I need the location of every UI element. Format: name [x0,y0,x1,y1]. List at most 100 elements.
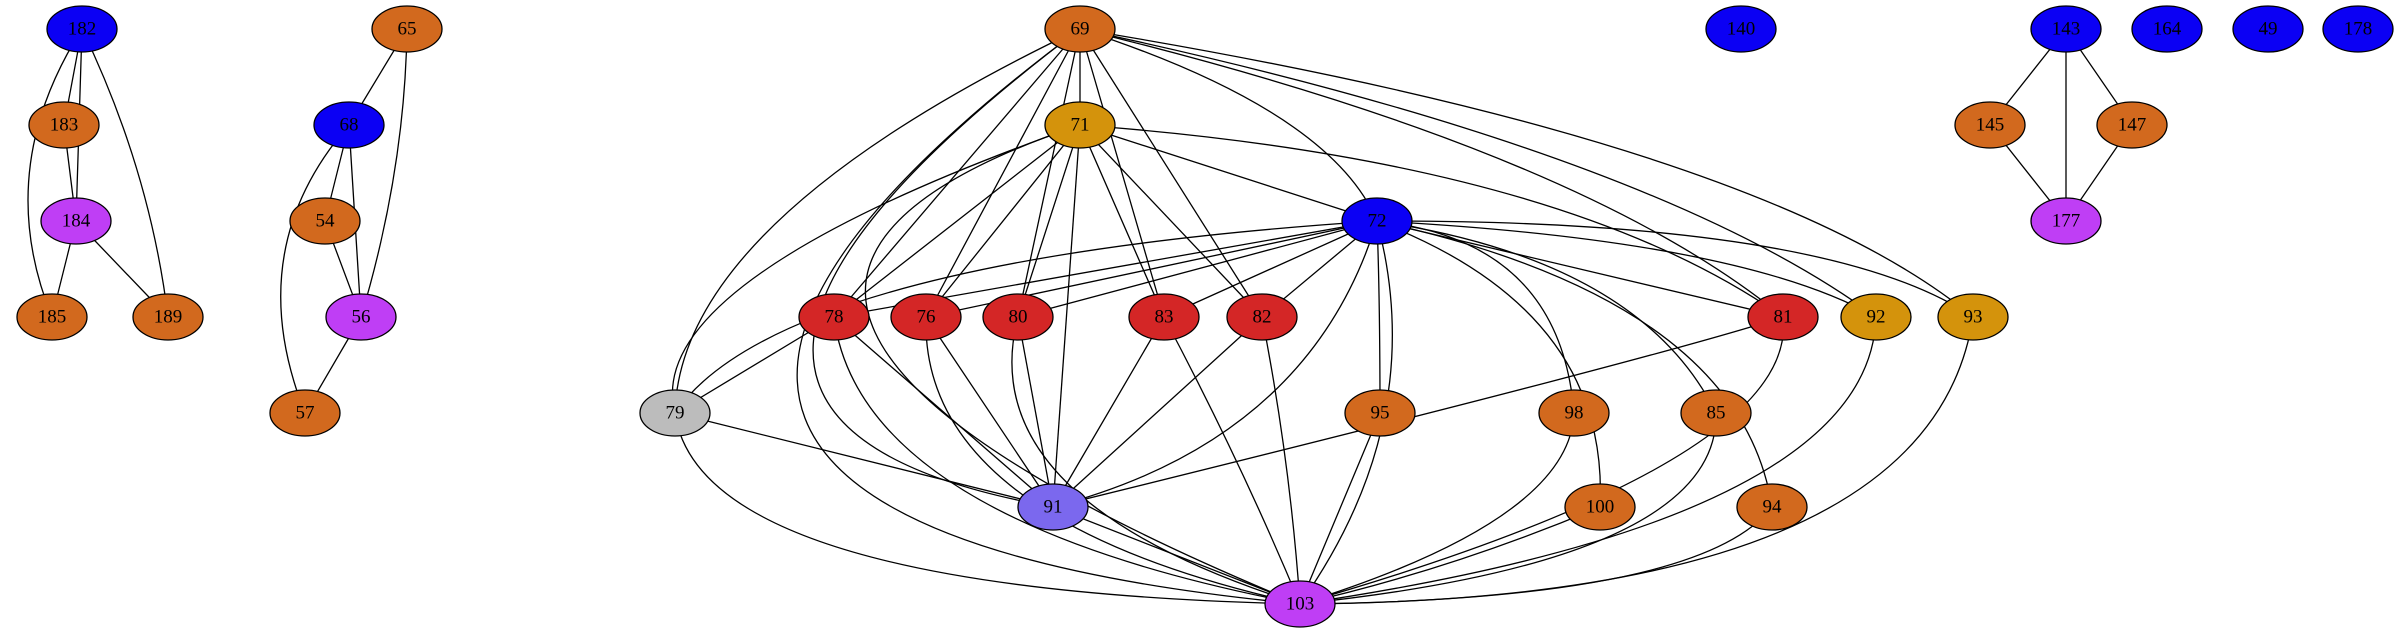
node-164[interactable]: 164 [2131,5,2203,53]
node-143[interactable]: 143 [2030,5,2102,53]
node-103-shape [1264,580,1336,628]
node-140-shape [1705,5,1777,53]
edge-78-103 [833,316,1301,605]
node-185[interactable]: 185 [16,293,88,341]
node-94[interactable]: 94 [1736,483,1808,531]
edge-71-80 [1017,124,1081,318]
node-98[interactable]: 98 [1538,389,1610,437]
node-57-label: 57 [296,403,315,424]
node-76-label: 76 [917,307,936,328]
node-91[interactable]: 91 [1017,483,1089,531]
edge-71-78 [833,124,1081,318]
node-145-label: 145 [1976,115,2005,136]
edge-79-103 [674,412,1301,605]
node-177-label: 177 [2052,211,2081,232]
edge-83-103 [1163,316,1301,605]
node-147[interactable]: 147 [2096,101,2168,149]
edge-82-103 [1261,316,1301,605]
edge-71-81 [1079,124,1784,318]
edge-71-79 [671,124,1081,414]
node-183-shape [28,101,100,149]
node-83[interactable]: 83 [1128,293,1200,341]
node-49[interactable]: 49 [2232,5,2304,53]
node-68[interactable]: 68 [313,101,385,149]
edge-78-91 [833,316,1054,508]
node-65-shape [371,5,443,53]
node-140-label: 140 [1727,19,1756,40]
edge-71-91 [1052,124,1081,508]
node-93[interactable]: 93 [1937,293,2009,341]
edge-94-103 [1299,506,1773,605]
node-56[interactable]: 56 [325,293,397,341]
node-177[interactable]: 177 [2030,197,2102,245]
node-92-shape [1840,293,1912,341]
node-147-shape [2096,101,2168,149]
node-80[interactable]: 80 [982,293,1054,341]
node-72[interactable]: 72 [1341,197,1413,245]
edge-76-91 [925,316,1054,508]
node-185-label: 185 [38,307,67,328]
edge-69-83 [1079,28,1165,318]
node-79-shape [639,389,711,437]
node-82-shape [1226,293,1298,341]
node-69[interactable]: 69 [1044,5,1116,53]
node-182[interactable]: 182 [46,5,118,53]
node-140[interactable]: 140 [1705,5,1777,53]
node-92[interactable]: 92 [1840,293,1912,341]
node-91-shape [1017,483,1089,531]
edge-69-78 [833,28,1081,318]
node-79[interactable]: 79 [639,389,711,437]
node-147-label: 147 [2118,115,2147,136]
node-57[interactable]: 57 [269,389,341,437]
node-85[interactable]: 85 [1680,389,1752,437]
node-178[interactable]: 178 [2322,5,2394,53]
node-182-label: 182 [68,19,97,40]
node-164-shape [2131,5,2203,53]
node-76[interactable]: 76 [890,293,962,341]
edge-69-91 [812,28,1081,508]
edge-182-189 [81,28,169,318]
node-184-shape [40,197,112,245]
node-103[interactable]: 103 [1264,580,1336,628]
node-95-shape [1344,389,1416,437]
node-54[interactable]: 54 [289,197,361,245]
node-71[interactable]: 71 [1044,101,1116,149]
node-65[interactable]: 65 [371,5,443,53]
node-92-label: 92 [1867,307,1886,328]
node-98-label: 98 [1565,403,1584,424]
node-98-shape [1538,389,1610,437]
node-100[interactable]: 100 [1564,483,1636,531]
node-189[interactable]: 189 [132,293,204,341]
node-82-label: 82 [1253,307,1272,328]
node-85-label: 85 [1707,403,1726,424]
node-185-shape [16,293,88,341]
node-81[interactable]: 81 [1747,293,1819,341]
node-82[interactable]: 82 [1226,293,1298,341]
node-72-shape [1341,197,1413,245]
node-94-label: 94 [1763,497,1783,518]
node-78[interactable]: 78 [798,293,870,341]
edge-71-76 [925,124,1081,318]
edge-80-91 [1017,316,1054,508]
edge-82-91 [1052,316,1263,508]
edge-71-72 [1079,124,1378,222]
node-81-label: 81 [1774,307,1793,328]
node-68-label: 68 [340,115,359,136]
node-81-shape [1747,293,1819,341]
edge-81-91 [1052,316,1784,508]
node-145[interactable]: 145 [1954,101,2026,149]
node-183[interactable]: 183 [28,101,100,149]
node-95-label: 95 [1371,403,1390,424]
node-178-label: 178 [2344,19,2373,40]
node-95[interactable]: 95 [1344,389,1416,437]
edge-182-185 [27,28,83,318]
node-184[interactable]: 184 [40,197,112,245]
edge-68-57 [280,124,350,414]
node-143-shape [2030,5,2102,53]
edge-69-81 [1079,28,1784,318]
node-78-label: 78 [825,307,844,328]
edge-65-56 [360,28,408,318]
edge-72-80 [1017,220,1378,318]
node-71-shape [1044,101,1116,149]
